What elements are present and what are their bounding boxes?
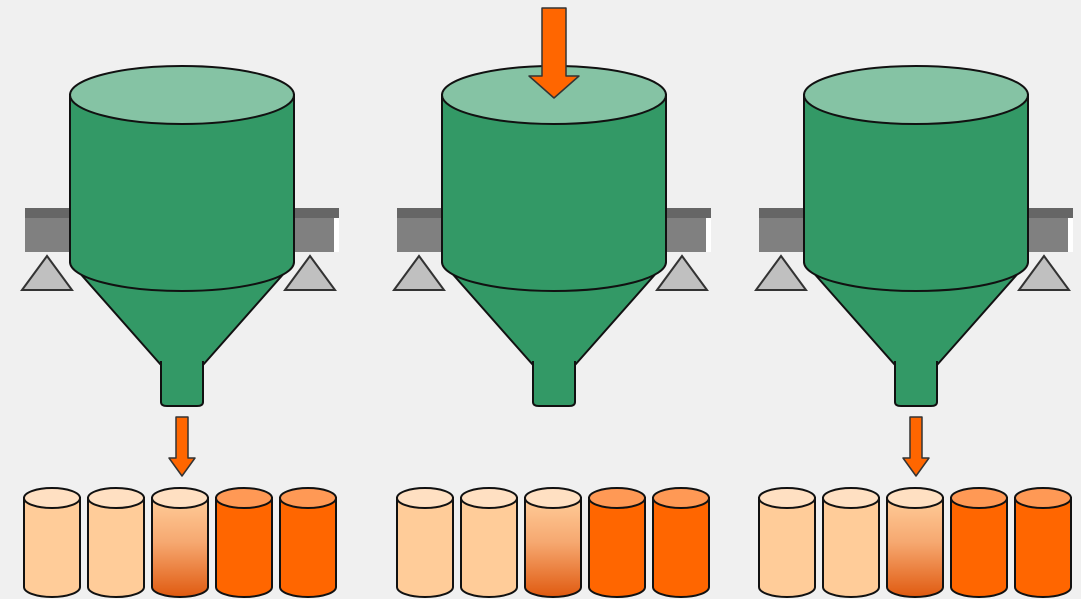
- silo-body: [803, 94, 1029, 292]
- container-body: [886, 497, 944, 598]
- outflow-arrow: [902, 416, 930, 477]
- container-empty: [23, 487, 81, 598]
- bracket-left-top: [25, 208, 76, 220]
- silo-1: [20, 65, 339, 477]
- container-full: [950, 487, 1008, 598]
- containers-group: [23, 487, 1072, 598]
- bracket-left: [25, 218, 73, 252]
- container-full: [652, 487, 710, 598]
- support-triangle-left: [392, 254, 446, 291]
- bracket-left: [397, 218, 445, 252]
- outlet-spout: [894, 361, 938, 407]
- outflow-arrow: [168, 416, 196, 477]
- support-triangle-right: [1017, 254, 1071, 291]
- support-triangle-left: [20, 254, 74, 291]
- support-triangle-right: [655, 254, 709, 291]
- container-body: [524, 497, 582, 598]
- container-body: [215, 497, 273, 598]
- silos-group: [20, 7, 1073, 477]
- container-top: [758, 487, 816, 509]
- container-body: [758, 497, 816, 598]
- container-filling: [524, 487, 582, 598]
- bracket-right: [1022, 218, 1070, 252]
- container-top: [215, 487, 273, 509]
- silo-2-containers: [396, 487, 710, 598]
- container-body: [588, 497, 646, 598]
- silo-3: [754, 65, 1073, 477]
- container-body: [1014, 497, 1072, 598]
- container-body: [822, 497, 880, 598]
- inflow-arrow: [528, 7, 580, 99]
- container-top: [87, 487, 145, 509]
- container-top: [886, 487, 944, 509]
- container-full: [588, 487, 646, 598]
- bracket-right-top: [660, 208, 711, 220]
- container-top: [822, 487, 880, 509]
- container-top: [460, 487, 518, 509]
- container-top: [23, 487, 81, 509]
- bracket-right-highlight: [334, 218, 339, 252]
- container-full: [279, 487, 337, 598]
- bracket-right: [660, 218, 708, 252]
- bracket-left-top: [759, 208, 810, 220]
- support-triangle-left: [754, 254, 808, 291]
- container-filling: [886, 487, 944, 598]
- bracket-right-highlight: [706, 218, 711, 252]
- container-top: [652, 487, 710, 509]
- bracket-right-top: [288, 208, 339, 220]
- bracket-right: [288, 218, 336, 252]
- container-top: [396, 487, 454, 509]
- container-empty: [396, 487, 454, 598]
- container-body: [279, 497, 337, 598]
- container-top: [588, 487, 646, 509]
- container-body: [652, 497, 710, 598]
- container-top: [950, 487, 1008, 509]
- outlet-spout: [160, 361, 204, 407]
- container-empty: [87, 487, 145, 598]
- bracket-right-top: [1022, 208, 1073, 220]
- container-full: [215, 487, 273, 598]
- silo-2: [392, 7, 711, 407]
- silo-1-containers: [23, 487, 337, 598]
- container-filling: [151, 487, 209, 598]
- bracket-left-top: [397, 208, 448, 220]
- container-body: [87, 497, 145, 598]
- silo-body: [69, 94, 295, 292]
- silo-top: [69, 65, 295, 125]
- bracket-right-highlight: [1068, 218, 1073, 252]
- bracket-left: [759, 218, 807, 252]
- container-empty: [822, 487, 880, 598]
- container-top: [524, 487, 582, 509]
- silo-3-containers: [758, 487, 1072, 598]
- container-empty: [758, 487, 816, 598]
- outlet-spout: [532, 361, 576, 407]
- container-top: [1014, 487, 1072, 509]
- container-empty: [460, 487, 518, 598]
- container-full: [1014, 487, 1072, 598]
- container-top: [279, 487, 337, 509]
- support-triangle-right: [283, 254, 337, 291]
- container-body: [151, 497, 209, 598]
- container-body: [950, 497, 1008, 598]
- silo-body: [441, 94, 667, 292]
- container-body: [23, 497, 81, 598]
- container-top: [151, 487, 209, 509]
- silo-top: [803, 65, 1029, 125]
- container-body: [460, 497, 518, 598]
- container-body: [396, 497, 454, 598]
